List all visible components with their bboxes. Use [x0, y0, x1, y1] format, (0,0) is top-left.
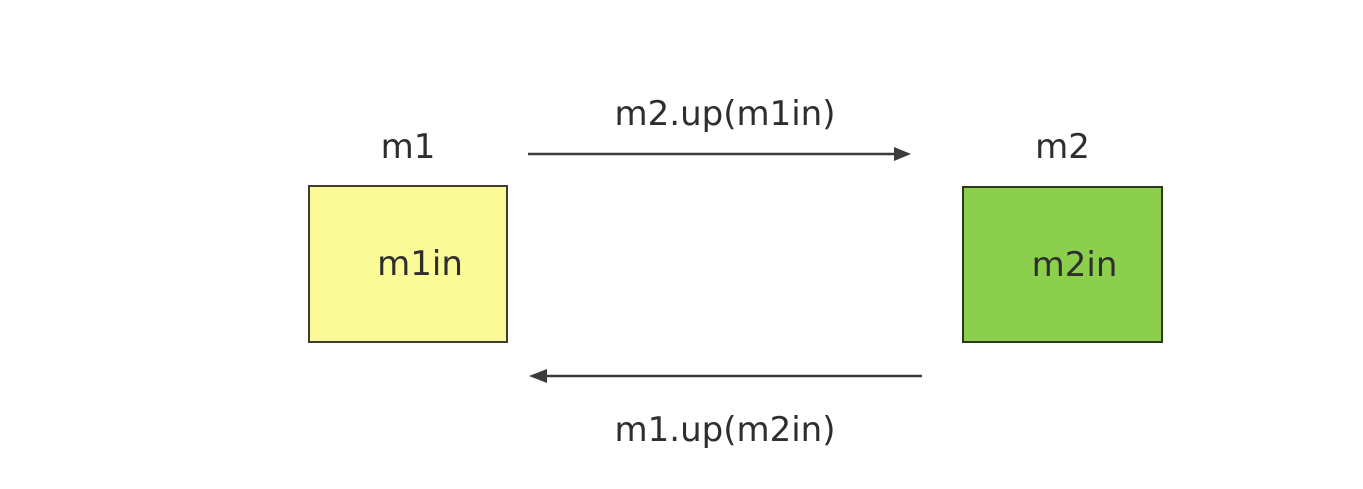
module-m2-box: m2in	[962, 186, 1163, 343]
module-m1-title: m1	[380, 127, 436, 167]
arrow-m2-to-m1-label: m1.up(m2in)	[614, 410, 836, 450]
arrow-m1-to-m2-label: m2.up(m1in)	[614, 94, 836, 134]
arrow-m2-to-m1-head-icon	[529, 369, 547, 383]
arrow-m1-to-m2-head-icon	[894, 147, 911, 161]
module-m1-inner-label: m1in	[377, 244, 463, 284]
module-m1-box: m1in	[308, 185, 508, 343]
module-m2-title: m2	[1035, 127, 1090, 167]
module-m2-inner-label: m2in	[1031, 244, 1118, 285]
